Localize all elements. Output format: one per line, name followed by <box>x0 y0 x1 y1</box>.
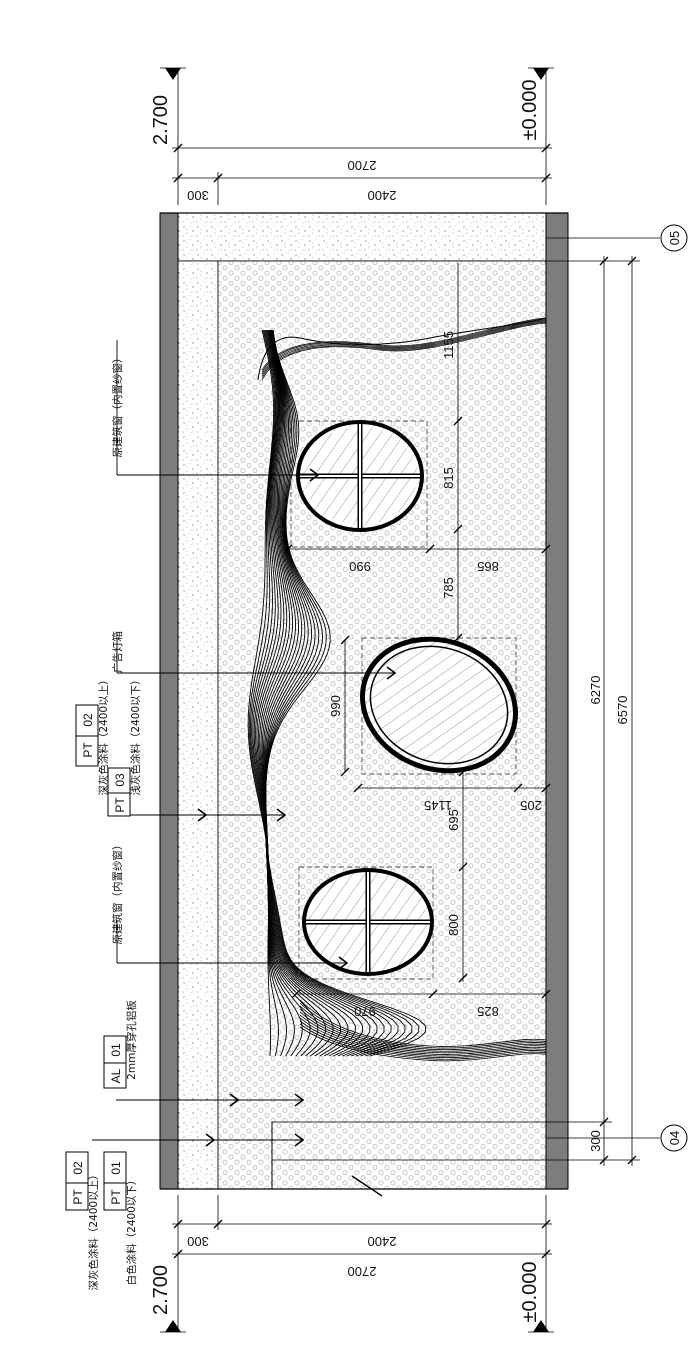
base-panel <box>271 1121 547 1190</box>
dim-2400-top: 2400 <box>368 188 397 203</box>
tag-pt02-top: PT 02 深灰色涂料（2400以上） <box>75 674 110 796</box>
svg-text:PT: PT <box>71 1189 85 1205</box>
svg-text:03: 03 <box>113 773 127 787</box>
bottom-dimensions: 2.700 ±0.000 300 2400 2700 <box>150 1195 554 1333</box>
dim-1155: 1155 <box>441 331 456 359</box>
svg-text:2mm厚穿孔铝板: 2mm厚穿孔铝板 <box>125 1000 138 1080</box>
wave-head-line <box>261 318 547 373</box>
wave-tail-line <box>299 1020 547 1059</box>
wave-line <box>264 329 420 1057</box>
dim-825: 825 <box>477 1004 499 1019</box>
tag-pt02-bottom: PT 02 深灰色涂料（2400以上） <box>65 1151 100 1291</box>
wave-line <box>263 329 364 1057</box>
wave-line <box>253 329 311 1057</box>
dim-2400-bottom: 2400 <box>368 1234 397 1249</box>
wave-sculpture <box>247 317 547 1062</box>
ad-lightbox <box>360 636 518 775</box>
dim-800: 800 <box>446 914 461 936</box>
wave-line <box>264 329 406 1057</box>
wave-line <box>260 329 349 1057</box>
leader-lines <box>92 340 397 1147</box>
dim-2700-bottom: 2700 <box>348 1264 377 1279</box>
wave-line <box>264 329 427 1057</box>
level-top-left: 2.700 <box>150 1265 172 1315</box>
tag-pt03: PT 03 浅灰色涂料（2400以下） <box>107 674 142 817</box>
dim-205: 205 <box>520 798 542 813</box>
dim-785: 785 <box>441 577 456 599</box>
grid-marker-04: 04 <box>667 1131 682 1145</box>
dim-970: 970 <box>354 1004 376 1019</box>
dim-815: 815 <box>441 467 456 489</box>
dim-695: 695 <box>446 809 461 831</box>
svg-text:AL: AL <box>109 1068 123 1083</box>
wave-line <box>264 329 378 1057</box>
callout-window-top: 原建筑窗（内置纱窗） <box>111 353 124 458</box>
dim-990-w1: 990 <box>349 559 371 574</box>
wave-tail-line <box>299 1002 547 1049</box>
dim-300-top: 300 <box>187 188 209 203</box>
dim-2700-top: 2700 <box>348 158 377 173</box>
wave-line <box>256 329 326 1057</box>
svg-text:02: 02 <box>81 713 95 727</box>
wave-tail-line <box>299 1005 547 1051</box>
svg-text:01: 01 <box>109 1161 123 1175</box>
top-dimensions: 2.700 ±0.000 2700 300 2400 <box>150 67 554 205</box>
window-dimensions: 1155 815 785 990 865 990 1145 205 695 80… <box>283 263 551 1019</box>
wall-edge-right <box>545 212 569 1190</box>
level-bottom-right: ±0.000 <box>519 79 541 140</box>
wave-line <box>265 329 392 1057</box>
dim-300-end: 300 <box>588 1130 603 1152</box>
level-bottom-left: ±0.000 <box>519 1261 541 1322</box>
wave-line <box>255 329 319 1057</box>
svg-text:PT: PT <box>113 797 127 813</box>
wave-tail-line <box>299 1014 547 1055</box>
wave-head-line <box>261 322 547 381</box>
svg-text:白色涂料（2400以下）: 白色涂料（2400以下） <box>125 1175 138 1286</box>
wave-line <box>261 329 356 1057</box>
wave-tail-line <box>299 1011 547 1054</box>
wave-head-line <box>261 319 547 375</box>
svg-text:深灰色涂料（2400以上）: 深灰色涂料（2400以上） <box>87 1169 100 1290</box>
wave-tail-line <box>299 1017 547 1057</box>
dim-300-bottom: 300 <box>187 1234 209 1249</box>
svg-text:浅灰色涂料（2400以下）: 浅灰色涂料（2400以下） <box>129 674 142 795</box>
wave-tail-line <box>299 999 547 1047</box>
wave-line <box>265 329 385 1057</box>
dim-1145: 1145 <box>424 798 452 813</box>
wave-line <box>257 329 334 1057</box>
grid-marker-05: 05 <box>667 231 682 245</box>
wave-tail-line <box>299 1008 547 1052</box>
window-top <box>290 420 428 548</box>
ceiling-band-300 <box>177 212 547 262</box>
svg-text:02: 02 <box>71 1161 85 1175</box>
dim-6270: 6270 <box>588 676 603 705</box>
svg-text:深灰色涂料（2400以上）: 深灰色涂料（2400以上） <box>97 674 110 795</box>
wave-tail-line <box>299 1023 547 1060</box>
wave-head-line <box>261 320 547 377</box>
wave-head-line <box>261 321 547 379</box>
wall-edge-left <box>159 212 179 1190</box>
wave-line <box>263 329 371 1057</box>
svg-text:PT: PT <box>81 742 95 758</box>
wave-line <box>265 329 399 1057</box>
dark-grey-band <box>177 260 219 1190</box>
window-bottom <box>298 866 434 980</box>
tag-pt01: PT 01 白色涂料（2400以下） <box>103 1151 138 1286</box>
level-top-right: 2.700 <box>150 95 172 145</box>
dim-990-lightbox: 990 <box>328 695 343 717</box>
dim-6570: 6570 <box>615 696 630 725</box>
svg-text:PT: PT <box>109 1189 123 1205</box>
dim-865: 865 <box>477 559 499 574</box>
callout-lightbox: 广告灯箱 <box>111 631 124 673</box>
tag-al01: AL 01 2mm厚穿孔铝板 <box>103 1000 138 1089</box>
wave-tail-line <box>299 1026 547 1062</box>
length-dimensions: 6270 6570 300 05 04 <box>546 224 688 1166</box>
callout-window-bottom: 原建筑窗（内置纱窗） <box>111 840 124 945</box>
wave-line <box>259 329 341 1057</box>
svg-text:01: 01 <box>109 1043 123 1057</box>
section-tick <box>351 1175 383 1197</box>
wave-line <box>264 329 413 1057</box>
